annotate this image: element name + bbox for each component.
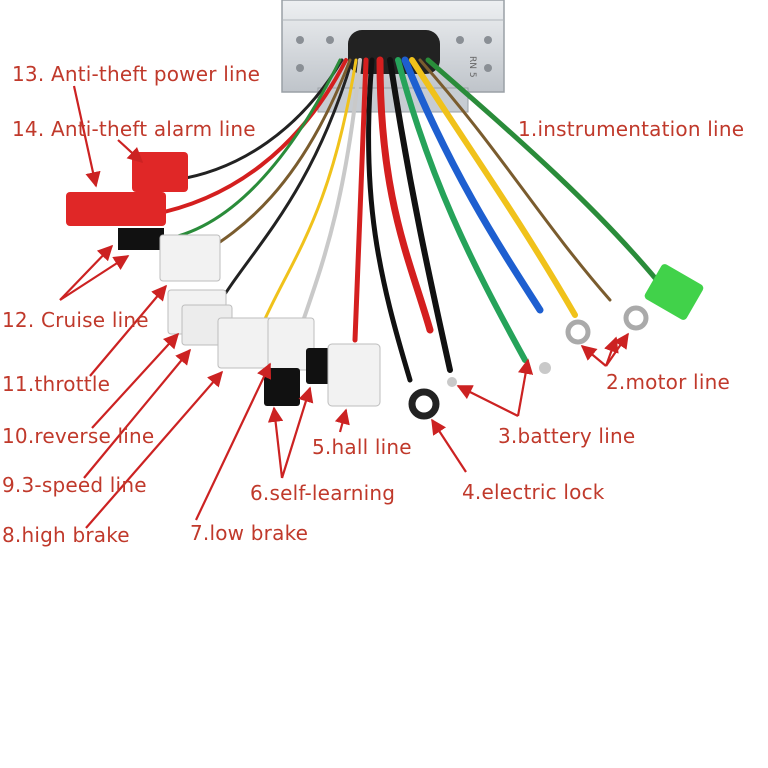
label-instrumentation: 1.instrumentation line: [518, 117, 745, 141]
anti-theft-alarm-connector: [132, 152, 188, 192]
arrow-cruise-2: [59, 255, 130, 301]
arrow-electric-lock: [431, 418, 467, 473]
arrow-high-brake: [85, 370, 224, 529]
arrow-battery-2: [516, 358, 534, 417]
label-three-speed: 9.3-speed line: [2, 473, 147, 497]
battery-terminal-1: [447, 377, 457, 387]
label-anti-theft-power: 13. Anti-theft power line: [12, 62, 261, 86]
arrow-anti-theft-alarm: [117, 139, 144, 164]
label-electric-lock: 4.electric lock: [462, 480, 605, 504]
self-learning-connector-b: [306, 348, 330, 384]
cruise-connector: [159, 234, 221, 282]
arrow-reverse: [91, 332, 180, 429]
arrow-self-learning-2: [280, 386, 314, 479]
controller-label: RN 5: [467, 56, 477, 78]
arrow-anti-theft-power: [72, 85, 101, 188]
connectors: [66, 152, 704, 420]
hall-connector: [327, 343, 381, 407]
annotation-arrows: [59, 85, 629, 529]
instrumentation-connector: [644, 264, 704, 320]
arrow-hall: [334, 408, 350, 433]
label-reverse: 10.reverse line: [2, 424, 155, 448]
label-cruise: 12. Cruise line: [2, 308, 149, 332]
motor-terminal-2: [623, 305, 649, 331]
arrow-low-brake: [195, 362, 272, 521]
battery-terminal-2: [539, 362, 551, 374]
self-learning-connector-a: [264, 368, 300, 406]
label-motor: 2.motor line: [606, 370, 730, 394]
label-battery: 3.battery line: [498, 424, 636, 448]
label-hall: 5.hall line: [312, 435, 412, 459]
arrow-cruise-1: [59, 244, 114, 301]
electric-lock-terminal: [408, 388, 440, 420]
arrow-three-speed: [83, 348, 191, 479]
wire-bundle: [148, 56, 668, 383]
arrow-motor-3: [605, 332, 629, 367]
arrow-self-learning-1: [267, 406, 284, 479]
arrow-battery-1: [456, 385, 519, 417]
label-anti-theft-alarm: 14. Anti-theft alarm line: [12, 117, 256, 141]
motor-terminal-1: [565, 319, 591, 345]
anti-theft-power-connector: [66, 192, 166, 226]
arrow-throttle: [89, 284, 167, 377]
brake-connector: [217, 317, 275, 369]
arrow-motor-1: [580, 345, 607, 367]
label-self-learning: 6.self-learning: [250, 481, 396, 505]
label-low-brake: 7.low brake: [190, 521, 309, 545]
label-throttle: 11.throttle: [2, 372, 111, 396]
cruise-connector-black: [118, 228, 164, 250]
label-high-brake: 8.high brake: [2, 523, 130, 547]
